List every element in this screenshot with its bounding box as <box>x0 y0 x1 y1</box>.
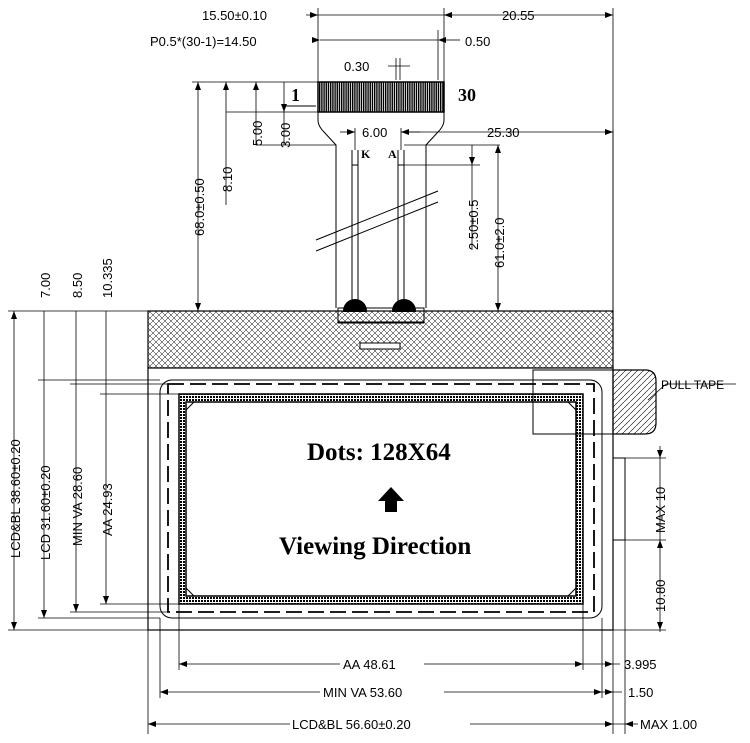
dim-10-335: 10.335 <box>100 258 115 298</box>
fpc-trace-a <box>397 164 405 306</box>
dim-lcd-bl-height: LCD&BL 38.60±0.20 <box>8 439 23 558</box>
arrow-up-icon <box>378 487 404 512</box>
dim-8-50: 8.50 <box>70 273 85 298</box>
fpc-outline <box>317 82 445 308</box>
pin-last-label: 30 <box>458 85 476 105</box>
dim-va-offset: 1.50 <box>628 685 653 700</box>
dim-2-50: 2.50±0.5 <box>466 199 481 250</box>
pin-first-label: 1 <box>291 85 300 105</box>
dim-ka-spacing: 6.00 <box>362 125 387 140</box>
dim-lcd-bl-width: LCD&BL 56.60±0.20 <box>292 717 411 732</box>
dim-pitch: P0.5*(30-1)=14.50 <box>150 34 257 49</box>
dim-aa-offset: 3.995 <box>624 657 657 672</box>
viewing-area-dashed <box>167 383 595 613</box>
dim-5: 5.00 <box>250 121 265 146</box>
dim-min-va-height: MIN VA 28.60 <box>70 467 85 546</box>
dim-max-1: MAX 1.00 <box>640 717 697 732</box>
dim-right-width: 25.30 <box>487 125 520 140</box>
pull-tape: PULL TAPE <box>532 369 736 435</box>
label-k: K <box>361 147 371 161</box>
dim-8-10: 8.10 <box>220 167 235 192</box>
right-vertical-dimensions: MAX 10 10.80 <box>613 446 668 632</box>
bottom-dimensions: AA 48.61 3.995 MIN VA 53.60 1.50 LCD&BL … <box>147 540 697 734</box>
dim-pin-width: 0.30 <box>344 59 369 74</box>
dim-min-va-width: MIN VA 53.60 <box>323 685 402 700</box>
dim-right-offset: 20.55 <box>502 8 535 23</box>
connector-slot <box>359 342 401 350</box>
dots-resolution-text: Dots: 128X64 <box>307 439 451 466</box>
dim-aa-height: AA 24.93 <box>100 483 115 536</box>
label-a: A <box>388 147 397 161</box>
viewing-direction-text: Viewing Direction <box>279 533 471 560</box>
dim-lcd-height: LCD 31.60±0.20 <box>38 465 53 560</box>
dim-68: 68.0±0.50 <box>192 178 207 236</box>
dim-10-80: 10.80 <box>653 579 668 612</box>
lcd-glass-outline <box>159 379 603 619</box>
dim-top-width: 15.50±0.10 <box>202 8 267 23</box>
backlight-hatched-area <box>147 310 614 369</box>
lower-vertical-dimensions: LCD&BL 38.60±0.20 LCD 31.60±0.20 MIN VA … <box>8 258 179 631</box>
dim-aa-width: AA 48.61 <box>343 657 396 672</box>
dim-max-10: MAX 10 <box>653 487 668 533</box>
dim-3: 3.00 <box>278 123 293 148</box>
fpc-contact-strip <box>317 81 445 113</box>
fpc-cable <box>315 81 445 323</box>
dim-end-margin: 0.50 <box>465 34 490 49</box>
dim-7: 7.00 <box>38 273 53 298</box>
side-tab <box>612 457 626 541</box>
upper-vertical-dimensions: 68.0±0.50 8.10 5.00 3.00 2.50±0.5 61.0±2… <box>192 81 507 311</box>
pull-tape-label: PULL TAPE <box>661 378 724 392</box>
top-dimensions: 15.50±0.10 20.55 P0.5*(30-1)=14.50 0.50 … <box>150 8 614 311</box>
dim-61: 61.0±2.0 <box>492 217 507 268</box>
